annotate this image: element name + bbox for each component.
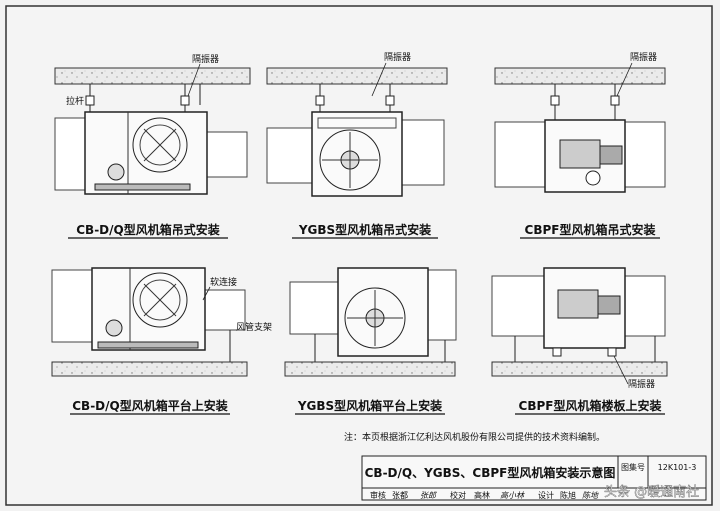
tb-design: 设计 bbox=[538, 490, 554, 500]
tb-design-name: 陈旭 bbox=[560, 490, 576, 500]
tb-review-sign: 张郎 bbox=[420, 491, 437, 500]
caption-ygbs-suspended: YGBS型风机箱吊式安装 bbox=[298, 222, 431, 237]
caption-cbdq-platform: CB-D/Q型风机箱平台上安装 bbox=[72, 398, 227, 413]
title-block: CB-D/Q、YGBS、CBPF型风机箱安装示意图 图集号 12K101-3 审… bbox=[361, 455, 707, 501]
ceiling-slab bbox=[266, 67, 448, 85]
watermark: 头条 @暖通南社 bbox=[604, 484, 699, 500]
floor-slab bbox=[284, 361, 456, 377]
tb-design-sign: 陈地 bbox=[582, 491, 599, 500]
title-block-title: CB-D/Q、YGBS、CBPF型风机箱安装示意图 bbox=[365, 465, 616, 480]
ceiling-slab bbox=[494, 67, 666, 85]
isolator-label: 隔振器 bbox=[384, 51, 411, 63]
isolator-label: 隔振器 bbox=[192, 53, 219, 65]
tb-review-name: 张都 bbox=[392, 491, 408, 500]
caption-cbpf-floor: CBPF型风机箱楼板上安装 bbox=[519, 398, 662, 413]
diagram-cbdq-platform: 软连接 风管支架 bbox=[51, 267, 272, 377]
ceiling-slab bbox=[54, 67, 251, 85]
diagram-cbpf-floor: 隔振器 bbox=[491, 267, 668, 390]
tb-review: 审核 bbox=[370, 490, 386, 500]
caption-cbdq-suspended: CB-D/Q型风机箱吊式安装 bbox=[76, 222, 219, 237]
note-text: 注：本页根据浙江亿利达风机股份有限公司提供的技术资料编制。 bbox=[344, 431, 605, 443]
floor-slab bbox=[491, 361, 668, 377]
caption-cbpf-suspended: CBPF型风机箱吊式安装 bbox=[525, 222, 656, 237]
atlas-label: 图集号 bbox=[621, 462, 645, 472]
tb-check: 校对 bbox=[450, 490, 466, 500]
atlas-number: 12K101-3 bbox=[658, 463, 697, 472]
tb-check-sign: 高小林 bbox=[500, 491, 525, 500]
hanger-rod-label: 拉杆 bbox=[66, 95, 84, 107]
diagram-cbpf-suspended: 隔振器 bbox=[494, 51, 666, 193]
floor-slab bbox=[51, 361, 248, 377]
diagram-ygbs-suspended: 隔振器 bbox=[266, 51, 448, 197]
caption-ygbs-platform: YGBS型风机箱平台上安装 bbox=[297, 398, 442, 413]
diagram-ygbs-platform bbox=[284, 267, 457, 377]
sheet-border bbox=[5, 5, 713, 506]
isolator-label: 隔振器 bbox=[628, 378, 655, 390]
tb-check-name: 高林 bbox=[474, 490, 490, 500]
diagram-cbdq-suspended: 拉杆 隔振器 bbox=[54, 53, 251, 195]
isolator-label: 隔振器 bbox=[630, 51, 657, 63]
soft-connection-label: 软连接 bbox=[210, 276, 237, 288]
duct-support-label: 风管支架 bbox=[236, 321, 272, 333]
